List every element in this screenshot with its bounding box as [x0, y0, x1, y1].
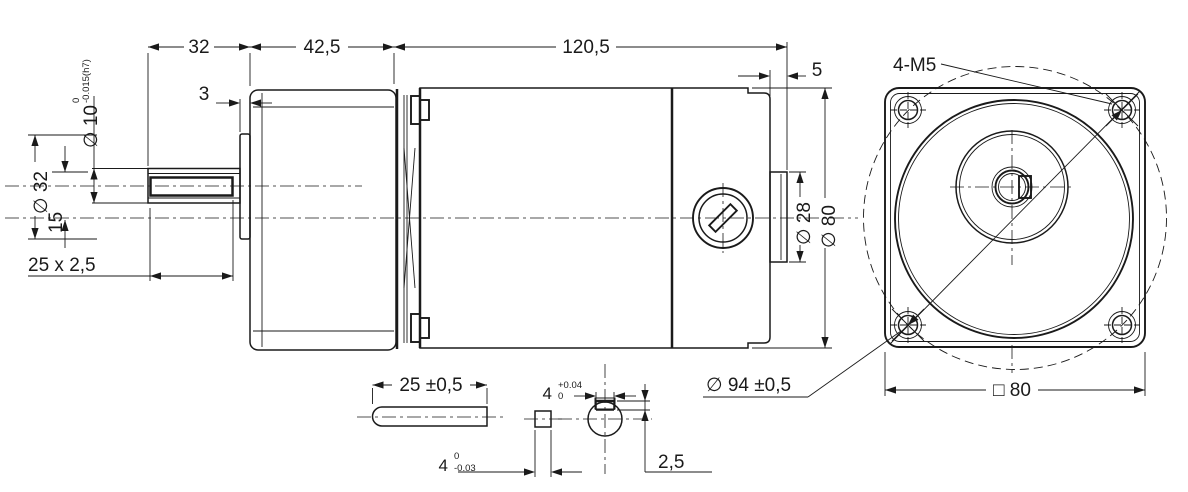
bolt-circle — [863, 66, 1167, 370]
flange-screw-bottom — [410, 313, 421, 343]
dim-shaft-dia: ∅ 10 — [81, 105, 102, 148]
dim-keyway-note: 25 x 2,5 — [28, 255, 96, 276]
gearhead-face-circle — [894, 99, 1134, 339]
dim-rear-boss-depth: 5 — [812, 60, 823, 81]
bolt-circle-leader — [807, 330, 902, 398]
front-face-square — [884, 87, 1146, 348]
dim-shaft-offset: 15 — [46, 212, 67, 233]
dim-key-width-tol-lower: -0.03 — [454, 463, 476, 474]
flange-adapter — [395, 88, 430, 349]
dim-pilot-dia: ∅ 32 — [31, 171, 52, 214]
gearhead-housing — [249, 89, 397, 351]
shaft-key — [149, 176, 234, 197]
dim-keyway-depth: 2,5 — [658, 452, 684, 473]
dim-body-dia: ∅ 80 — [819, 205, 840, 248]
dim-shaft-length: 32 — [188, 37, 209, 58]
dim-shaft-dia-tol-upper: 0 — [71, 98, 82, 103]
dim-motor-length: 120,5 — [562, 37, 610, 58]
dim-keyway-width-tol-upper: +0.04 — [558, 380, 582, 391]
side-view-dimensions: 32 42,5 120,5 5 3 ∅ 10 0 -0.015(h7 — [28, 37, 840, 349]
flange-screw-bottom-cap — [419, 317, 430, 339]
dim-keyway-width: 4 — [543, 384, 552, 403]
side-view: 32 42,5 120,5 5 3 ∅ 10 0 -0.015(h7 — [5, 37, 858, 351]
dim-key-width-tol-upper: 0 — [454, 451, 459, 462]
key-details: 25 ±0,5 4 0 -0.03 4 +0.04 0 2,5 — [357, 364, 712, 477]
plug-slot — [707, 202, 739, 234]
key-cross-section — [534, 410, 552, 428]
dim-rear-boss-dia: ∅ 28 — [794, 202, 815, 245]
output-shaft — [147, 167, 241, 204]
flange-screw-top — [410, 95, 421, 125]
dim-pilot-thickness: 3 — [199, 84, 210, 105]
washer-cross — [403, 147, 416, 289]
bolt-circle-diagonal — [889, 90, 1141, 345]
rear-plug-inner — [698, 193, 748, 243]
key-side-view — [371, 406, 488, 427]
rear-plug-outer — [692, 187, 754, 249]
dim-gearhead-length: 42,5 — [304, 37, 341, 58]
dim-bolt-circle: ∅ 94 ±0,5 — [706, 375, 791, 396]
dim-keyway-width-tol-lower: 0 — [558, 391, 563, 402]
label-mounting-holes: 4-M5 — [893, 55, 936, 76]
dim-shaft-dia-tol-lower: -0.015(h7) — [81, 59, 92, 103]
dim-square: □ 80 — [993, 380, 1031, 401]
pilot-boss — [239, 133, 251, 240]
flange-screw-top-cap — [419, 99, 430, 121]
front-view: 4-M5 □ 80 ∅ 94 ±0,5 — [703, 55, 1167, 401]
rear-boss — [769, 171, 788, 263]
dim-key-length: 25 ±0,5 — [399, 375, 462, 396]
m5-leader — [940, 63, 1113, 105]
motor-body — [419, 87, 788, 349]
dim-key-width: 4 — [439, 456, 448, 475]
